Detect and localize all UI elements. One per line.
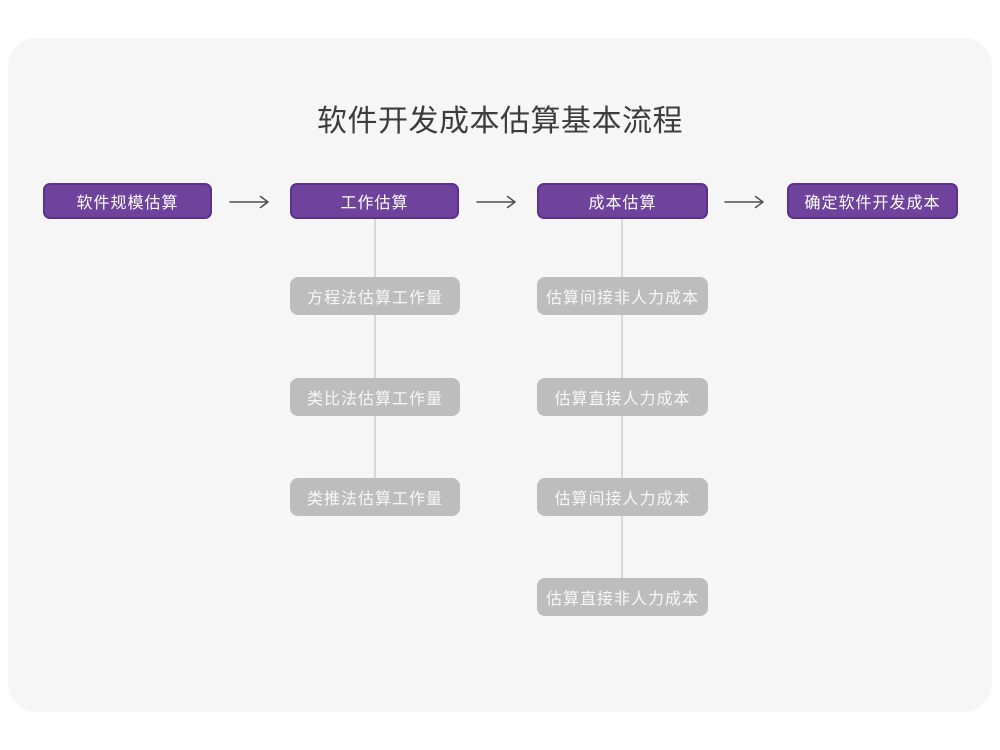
sub-node-extrapolation-method-workload: 类推法估算工作量: [290, 478, 460, 516]
right-arrow-icon: [229, 195, 271, 209]
right-arrow-icon: [724, 195, 766, 209]
flowchart-card-background: [8, 38, 992, 712]
sub-node-direct-non-labor-cost: 估算直接非人力成本: [537, 578, 708, 616]
stage-node-label: 确定软件开发成本: [804, 195, 941, 212]
stage-node-label: 软件规模估算: [76, 195, 179, 212]
sub-node-label: 类推法估算工作量: [306, 491, 443, 508]
sub-node-label: 估算间接人力成本: [554, 491, 691, 508]
sub-node-label: 方程法估算工作量: [306, 290, 443, 307]
stage-node-label: 成本估算: [588, 195, 657, 212]
vertical-connector-line: [374, 219, 376, 478]
sub-node-label: 估算间接非人力成本: [545, 290, 699, 307]
sub-node-indirect-non-labor-cost: 估算间接非人力成本: [537, 277, 708, 315]
stage-node-software-scale-estimation: 软件规模估算: [43, 183, 212, 219]
right-arrow-icon: [476, 195, 518, 209]
sub-node-indirect-labor-cost: 估算间接人力成本: [537, 478, 708, 516]
stage-node-label: 工作估算: [340, 195, 409, 212]
sub-node-analogy-method-workload: 类比法估算工作量: [290, 378, 460, 416]
stage-node-determine-software-dev-cost: 确定软件开发成本: [787, 183, 958, 219]
diagram-title: 软件开发成本估算基本流程: [317, 105, 683, 138]
sub-node-label: 类比法估算工作量: [306, 391, 443, 408]
sub-node-equation-method-workload: 方程法估算工作量: [290, 277, 460, 315]
sub-node-label: 估算直接人力成本: [554, 391, 691, 408]
sub-node-label: 估算直接非人力成本: [545, 591, 699, 608]
stage-node-cost-estimation: 成本估算: [537, 183, 708, 219]
sub-node-direct-labor-cost: 估算直接人力成本: [537, 378, 708, 416]
stage-node-work-estimation: 工作估算: [290, 183, 459, 219]
